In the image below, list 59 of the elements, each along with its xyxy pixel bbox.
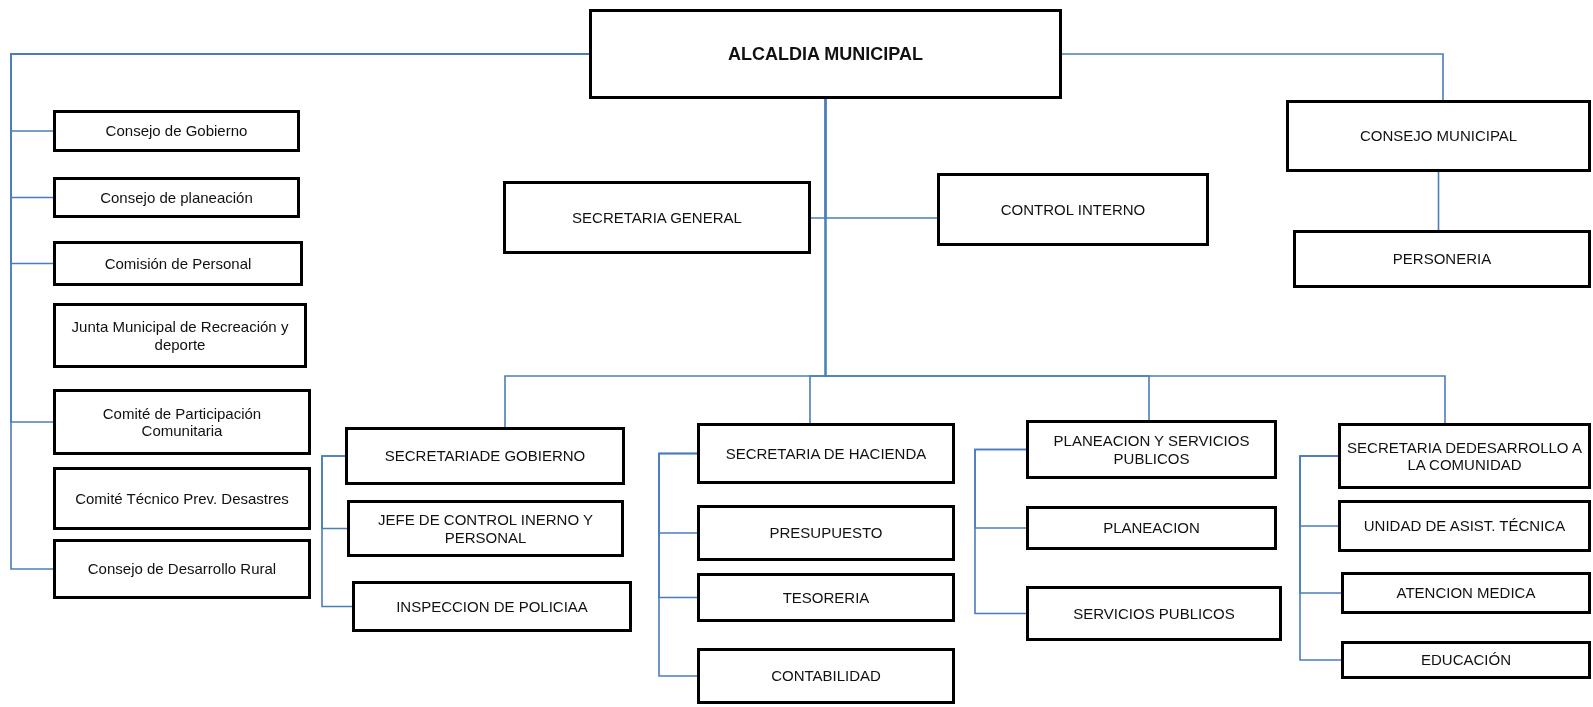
org-box <box>1026 506 1277 550</box>
org-box <box>53 177 300 218</box>
unit-name: SECRETARIA GENERAL <box>572 208 742 227</box>
org-box <box>53 241 303 286</box>
org-box <box>1341 572 1591 614</box>
org-box <box>53 303 307 368</box>
org-box <box>937 173 1209 246</box>
org-box <box>1338 500 1591 552</box>
unit-name: Consejo de Gobierno <box>105 122 248 140</box>
org-box <box>53 110 300 152</box>
unit-name: UNIDAD DE ASIST. TÉCNICA <box>1363 517 1566 535</box>
unit-name: PLANEACION <box>1103 519 1200 537</box>
unit-name: Comité de Participación Comunitaria <box>101 404 263 440</box>
org-box <box>347 500 624 557</box>
org-box <box>53 539 311 599</box>
unit-name: PRESUPUESTO <box>769 524 883 542</box>
unit-name: CONTABILIDAD <box>771 667 881 685</box>
connector-line <box>974 448 1027 615</box>
org-box <box>697 423 955 484</box>
connector-line <box>1299 455 1342 661</box>
unit-name: Consejo de planeación <box>100 188 253 207</box>
unit-name: PERSONERIA <box>1392 250 1492 268</box>
connector-line <box>321 455 353 608</box>
unit-name: ALCALDIA MUNICIPAL <box>728 43 923 65</box>
org-box <box>1338 423 1591 489</box>
unit-name: JEFE DE CONTROL INERNO Y PERSONAL <box>376 511 594 546</box>
unit-name: Comité Técnico Prev. Desastres <box>75 489 289 508</box>
org-box <box>697 505 955 561</box>
org-box <box>1341 641 1591 679</box>
unit-name: PLANEACION Y SERVICIOS PUBLICOS <box>1052 432 1251 467</box>
org-box <box>589 9 1062 99</box>
org-box <box>352 581 632 632</box>
org-box <box>1286 100 1591 172</box>
unit-name: CONTROL INTERNO <box>1000 200 1146 219</box>
org-box <box>1026 420 1277 479</box>
org-box <box>1026 586 1282 641</box>
org-box <box>1293 230 1591 288</box>
unit-name: SECRETARIADE GOBIERNO <box>384 447 586 465</box>
unit-name: Comisión de Personal <box>104 254 252 273</box>
org-box <box>503 181 811 254</box>
connector-line <box>1061 53 1444 101</box>
unit-name: TESORERIA <box>782 588 870 607</box>
unit-name: CONSEJO MUNICIPAL <box>1359 127 1518 145</box>
connector-line <box>824 98 1446 424</box>
unit-name: EDUCACIÓN <box>1421 651 1511 669</box>
org-box <box>345 427 625 485</box>
unit-name: Consejo de Desarrollo Rural <box>87 560 277 578</box>
unit-name: INSPECCION DE POLICIAA <box>396 597 588 616</box>
connector-line <box>1437 171 1440 231</box>
unit-name: SECRETARIA DEDESARROLLO A LA COMUNIDAD <box>1347 438 1582 474</box>
org-box <box>53 467 311 530</box>
org-box <box>697 648 955 704</box>
org-box <box>697 573 955 622</box>
unit-name: SECRETARIA DE HACIENDA <box>725 444 927 463</box>
unit-name: SERVICIOS PUBLICOS <box>1073 604 1235 623</box>
unit-name: ATENCION MEDICA <box>1396 584 1536 602</box>
org-box <box>53 389 311 455</box>
unit-name: Junta Municipal de Recreación y deporte <box>70 318 290 353</box>
connector-line <box>658 452 698 677</box>
